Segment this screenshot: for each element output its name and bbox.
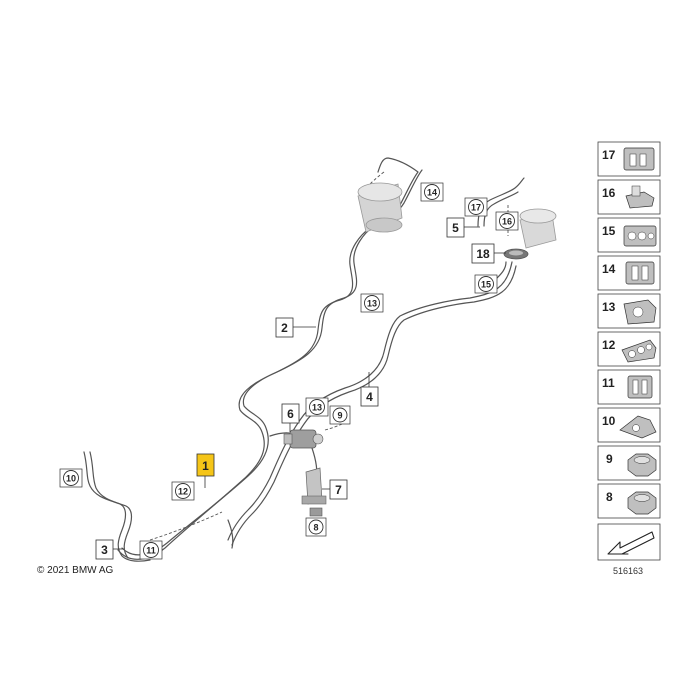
- callout-3[interactable]: 3: [95, 539, 124, 560]
- panel-item-13[interactable]: 13: [597, 293, 661, 329]
- callout-15[interactable]: 15: [474, 274, 498, 294]
- clip-14-icon: [625, 261, 655, 285]
- callout-13-lower-label: 13: [312, 403, 322, 413]
- callout-17-label: 17: [471, 203, 481, 213]
- callout-7-label: 7: [335, 483, 342, 497]
- callout-6-label: 6: [287, 407, 294, 421]
- diagram-id: 516163: [613, 566, 644, 576]
- nut-part-small: [309, 507, 323, 517]
- panel-item-14-number: 14: [602, 262, 616, 276]
- pipe-lines: [83, 157, 525, 562]
- callout-2[interactable]: 2: [275, 317, 316, 338]
- clip-17-icon: [623, 147, 655, 171]
- panel-item-9-number: 9: [606, 452, 613, 466]
- panel-item-10[interactable]: 10: [597, 407, 661, 443]
- callout-17[interactable]: 17: [464, 197, 488, 217]
- panel-item-11-number: 11: [602, 376, 615, 390]
- callout-6[interactable]: 6: [281, 403, 300, 432]
- callout-14[interactable]: 14: [420, 182, 444, 202]
- callout-9[interactable]: 9: [329, 405, 351, 425]
- panel-item-16-number: 16: [602, 186, 616, 200]
- callout-5-label: 5: [452, 221, 459, 235]
- panel-item-10-number: 10: [602, 414, 616, 428]
- panel-item-9[interactable]: 9: [597, 445, 661, 481]
- callout-7[interactable]: 7: [322, 479, 348, 500]
- callout-9-label: 9: [337, 411, 342, 421]
- parts-panel: 17 16 15: [597, 141, 661, 561]
- panel-item-8-number: 8: [606, 490, 613, 504]
- panel-item-14[interactable]: 14: [597, 255, 661, 291]
- callout-18[interactable]: 18: [471, 243, 506, 264]
- callout-12[interactable]: 12: [171, 481, 195, 501]
- callout-4[interactable]: 4: [360, 372, 379, 407]
- callout-11-label: 11: [146, 546, 156, 556]
- arrow-icon: [607, 531, 655, 555]
- callout-16-label: 16: [502, 217, 512, 227]
- clip-11-icon: [627, 375, 653, 399]
- callout-1[interactable]: 1: [196, 453, 215, 488]
- callout-8-label: 8: [313, 523, 318, 533]
- panel-item-15-number: 15: [602, 224, 616, 238]
- callout-13-upper[interactable]: 13: [360, 293, 384, 313]
- panel-item-12-number: 12: [602, 338, 616, 352]
- panel-item-17[interactable]: 17: [597, 141, 661, 177]
- pressure-sensor-part: [283, 429, 324, 449]
- callout-5[interactable]: 5: [446, 217, 480, 238]
- callout-4-label: 4: [366, 390, 373, 404]
- callout-1-label: 1: [202, 459, 209, 473]
- panel-item-13-number: 13: [602, 300, 616, 314]
- callout-18-label: 18: [476, 247, 490, 261]
- panel-item-15[interactable]: 15: [597, 217, 661, 253]
- panel-item-17-number: 17: [602, 148, 616, 162]
- callout-13-lower[interactable]: 13: [305, 397, 329, 417]
- panel-nav-arrow[interactable]: [597, 523, 661, 561]
- callout-11[interactable]: 11: [139, 540, 163, 560]
- callout-2-label: 2: [281, 321, 288, 335]
- callout-10[interactable]: 10: [59, 468, 83, 488]
- callout-13-upper-label: 13: [367, 299, 377, 309]
- panel-item-12[interactable]: 12: [597, 331, 661, 367]
- callout-3-label: 3: [101, 543, 108, 557]
- fuel-filter-part: [357, 182, 403, 233]
- callout-16[interactable]: 16: [495, 211, 519, 231]
- panel-item-8[interactable]: 8: [597, 483, 661, 519]
- callout-10-label: 10: [66, 474, 76, 484]
- bracket-part: [301, 467, 327, 505]
- panel-item-16[interactable]: 16: [597, 179, 661, 215]
- callout-15-label: 15: [481, 280, 491, 290]
- fuel-pump-part: [503, 208, 557, 260]
- callout-8[interactable]: 8: [305, 517, 327, 537]
- callout-14-label: 14: [427, 188, 437, 198]
- panel-item-11[interactable]: 11: [597, 369, 661, 405]
- copyright-text: © 2021 BMW AG: [37, 565, 114, 576]
- callout-12-label: 12: [178, 487, 188, 497]
